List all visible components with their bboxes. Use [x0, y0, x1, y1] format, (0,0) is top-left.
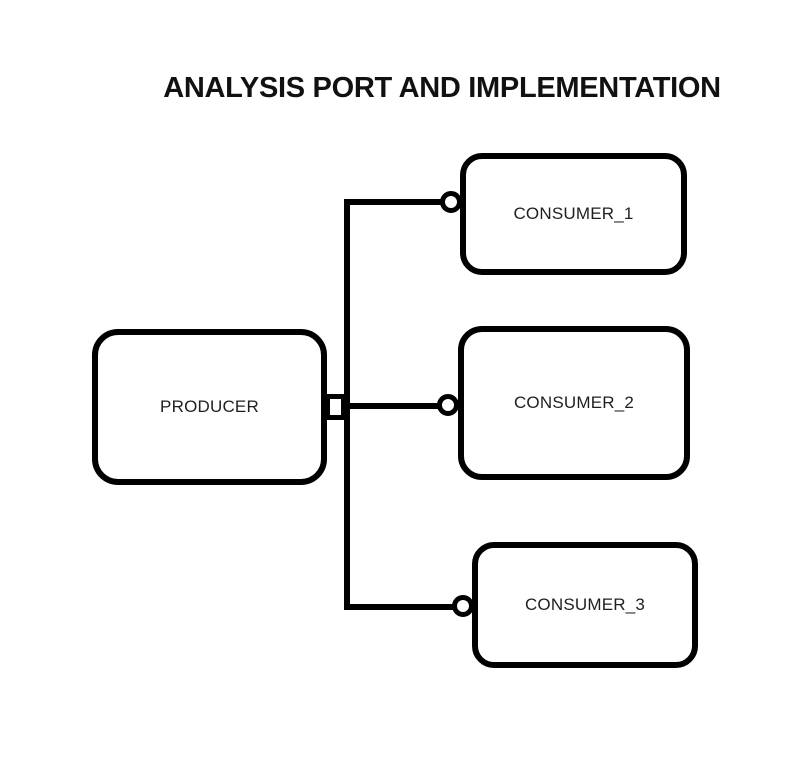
consumer-2-label: CONSUMER_2: [513, 393, 635, 412]
consumer-2-node: CONSUMER_2: [458, 326, 690, 480]
consumer-1-node: CONSUMER_1: [460, 153, 687, 275]
consumer-3-node: CONSUMER_3: [472, 542, 698, 668]
diagram-title: ANALYSIS PORT AND IMPLEMENTATION: [163, 72, 721, 104]
branch-line-consumer-1: [347, 199, 443, 205]
producer-label: PRODUCER: [160, 397, 259, 416]
circle-port-icon-consumer-1: [440, 191, 462, 213]
circle-port-icon-consumer-2: [437, 394, 459, 416]
producer-node: PRODUCER: [92, 329, 327, 485]
branch-line-consumer-2: [345, 403, 439, 409]
square-port-icon: [325, 394, 346, 420]
circle-port-icon-consumer-3: [452, 595, 474, 617]
consumer-1-label: CONSUMER_1: [513, 204, 634, 223]
consumer-3-label: CONSUMER_3: [524, 595, 646, 614]
branch-line-consumer-3: [347, 604, 454, 610]
